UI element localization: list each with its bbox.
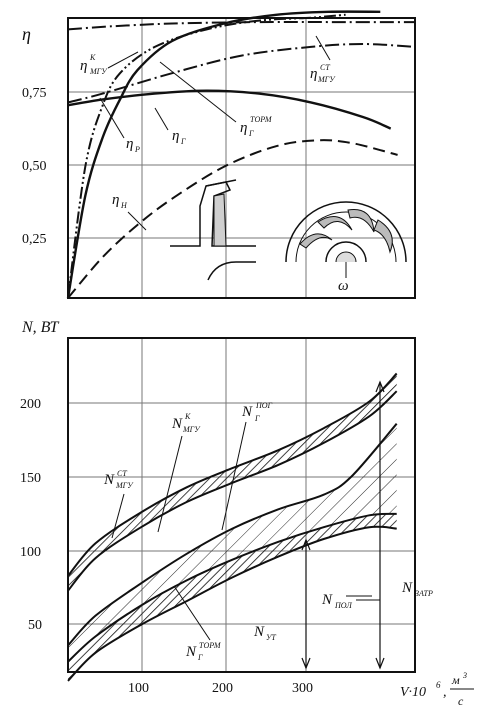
label-n-pog: N ПОГ Г [241, 401, 273, 423]
svg-text:N: N [321, 592, 333, 608]
svg-text:V·10: V·10 [400, 685, 426, 700]
svg-text:3: 3 [462, 671, 467, 680]
svg-text:УТ: УТ [266, 633, 276, 642]
svg-text:ТОРМ: ТОРМ [199, 641, 222, 650]
svg-text:м: м [451, 673, 460, 687]
label-n-pol: N ПОЛ [321, 592, 352, 610]
label-eta-torm: η ТОРМ Г [240, 115, 273, 138]
svg-text:N: N [253, 624, 265, 640]
svg-text:Г: Г [248, 129, 254, 138]
svg-text:МГУ: МГУ [317, 75, 336, 84]
svg-text:N: N [401, 580, 413, 596]
svg-text:η: η [310, 66, 317, 82]
svg-text:К: К [89, 53, 96, 62]
svg-text:N: N [185, 644, 197, 660]
svg-text:ЗАТР: ЗАТР [415, 589, 433, 598]
bottom-y-tick-200: 200 [20, 397, 41, 412]
label-eta-p: η Р [126, 136, 140, 154]
top-series-line-2 [67, 42, 416, 104]
svg-text:СТ: СТ [117, 469, 127, 478]
svg-text:СТ: СТ [320, 63, 330, 72]
bottom-x-tick-100: 100 [128, 681, 149, 696]
impeller-front-view-sketch [285, 201, 407, 278]
n-zatr-arrow [375, 380, 385, 670]
svg-text:Н: Н [120, 201, 128, 210]
bottom-x-tick-300: 300 [292, 681, 313, 696]
svg-text:6: 6 [436, 680, 441, 690]
bottom-x-axis-label: V·10 6 , м 3 с [400, 671, 474, 708]
label-eta-k: η К МГУ [80, 53, 108, 76]
bottom-axes-frame [67, 337, 416, 673]
bottom-y-tick-100: 100 [20, 545, 41, 560]
power-chart: N, ВТ 200 150 100 50 100 200 300 V·10 6 … [20, 319, 474, 708]
svg-text:Г: Г [254, 414, 260, 423]
bottom-series-line-3 [67, 512, 397, 663]
top-series-lines [66, 10, 416, 299]
svg-text:η: η [240, 120, 247, 136]
top-y-axis-label: η [22, 24, 31, 44]
top-leader-lines [99, 35, 331, 231]
bottom-leader-lines [111, 421, 380, 641]
svg-text:ТОРМ: ТОРМ [250, 115, 273, 124]
impeller-side-view-sketch [170, 179, 256, 281]
svg-text:η: η [172, 128, 179, 144]
band-n-pog-ut [68, 423, 397, 662]
bottom-y-tick-50: 50 [28, 618, 42, 633]
svg-text:η: η [112, 192, 119, 208]
bottom-y-axis-label: N, ВТ [21, 319, 60, 336]
bottom-series-line-0 [67, 372, 398, 577]
omega-label: ω [338, 278, 349, 294]
svg-text:МГУ: МГУ [182, 425, 201, 434]
label-eta-st: η СТ МГУ [310, 63, 336, 84]
svg-text:Г: Г [180, 137, 186, 146]
bottom-y-tick-150: 150 [20, 471, 41, 486]
bottom-series-line-2 [67, 423, 398, 647]
bottom-series-line-4 [67, 525, 397, 682]
top-series-line-4 [67, 89, 392, 130]
label-eta-g: η Г [172, 128, 186, 146]
svg-text:,: , [443, 685, 447, 700]
top-y-tick-050: 0,50 [22, 159, 47, 174]
top-axes-frame [67, 17, 416, 299]
label-eta-n: η Н [112, 192, 128, 210]
label-n-st: N СТ МГУ [103, 469, 134, 490]
svg-text:η: η [126, 136, 133, 152]
bottom-x-tick-200: 200 [212, 681, 233, 696]
top-y-tick-075: 0,75 [22, 86, 47, 101]
label-n-zatr: N ЗАТР [401, 580, 433, 598]
svg-text:МГУ: МГУ [89, 67, 108, 76]
svg-text:Р: Р [134, 145, 140, 154]
svg-text:К: К [184, 412, 191, 421]
n-pol-arrow [301, 538, 311, 670]
svg-text:Г: Г [197, 653, 203, 662]
top-series-line-5 [67, 139, 398, 299]
efficiency-chart: η 0,75 0,50 0,25 η К МГУ η Р η Г η ТОРМ … [22, 10, 416, 299]
svg-text:ПОЛ: ПОЛ [334, 601, 352, 610]
svg-text:N: N [171, 416, 183, 432]
top-series-line-0 [67, 20, 415, 31]
svg-text:МГУ: МГУ [115, 481, 134, 490]
svg-text:N: N [241, 404, 253, 420]
svg-text:ПОГ: ПОГ [255, 401, 273, 410]
svg-text:N: N [103, 472, 115, 488]
label-n-k: N К МГУ [171, 412, 201, 434]
svg-text:с: с [458, 694, 464, 708]
svg-text:η: η [80, 58, 87, 74]
top-series-line-1 [67, 13, 346, 299]
top-y-tick-025: 0,25 [22, 232, 47, 247]
top-series-line-3 [66, 10, 381, 299]
label-n-ut: N УТ [253, 624, 276, 642]
label-n-torm: N ТОРМ Г [185, 641, 222, 662]
